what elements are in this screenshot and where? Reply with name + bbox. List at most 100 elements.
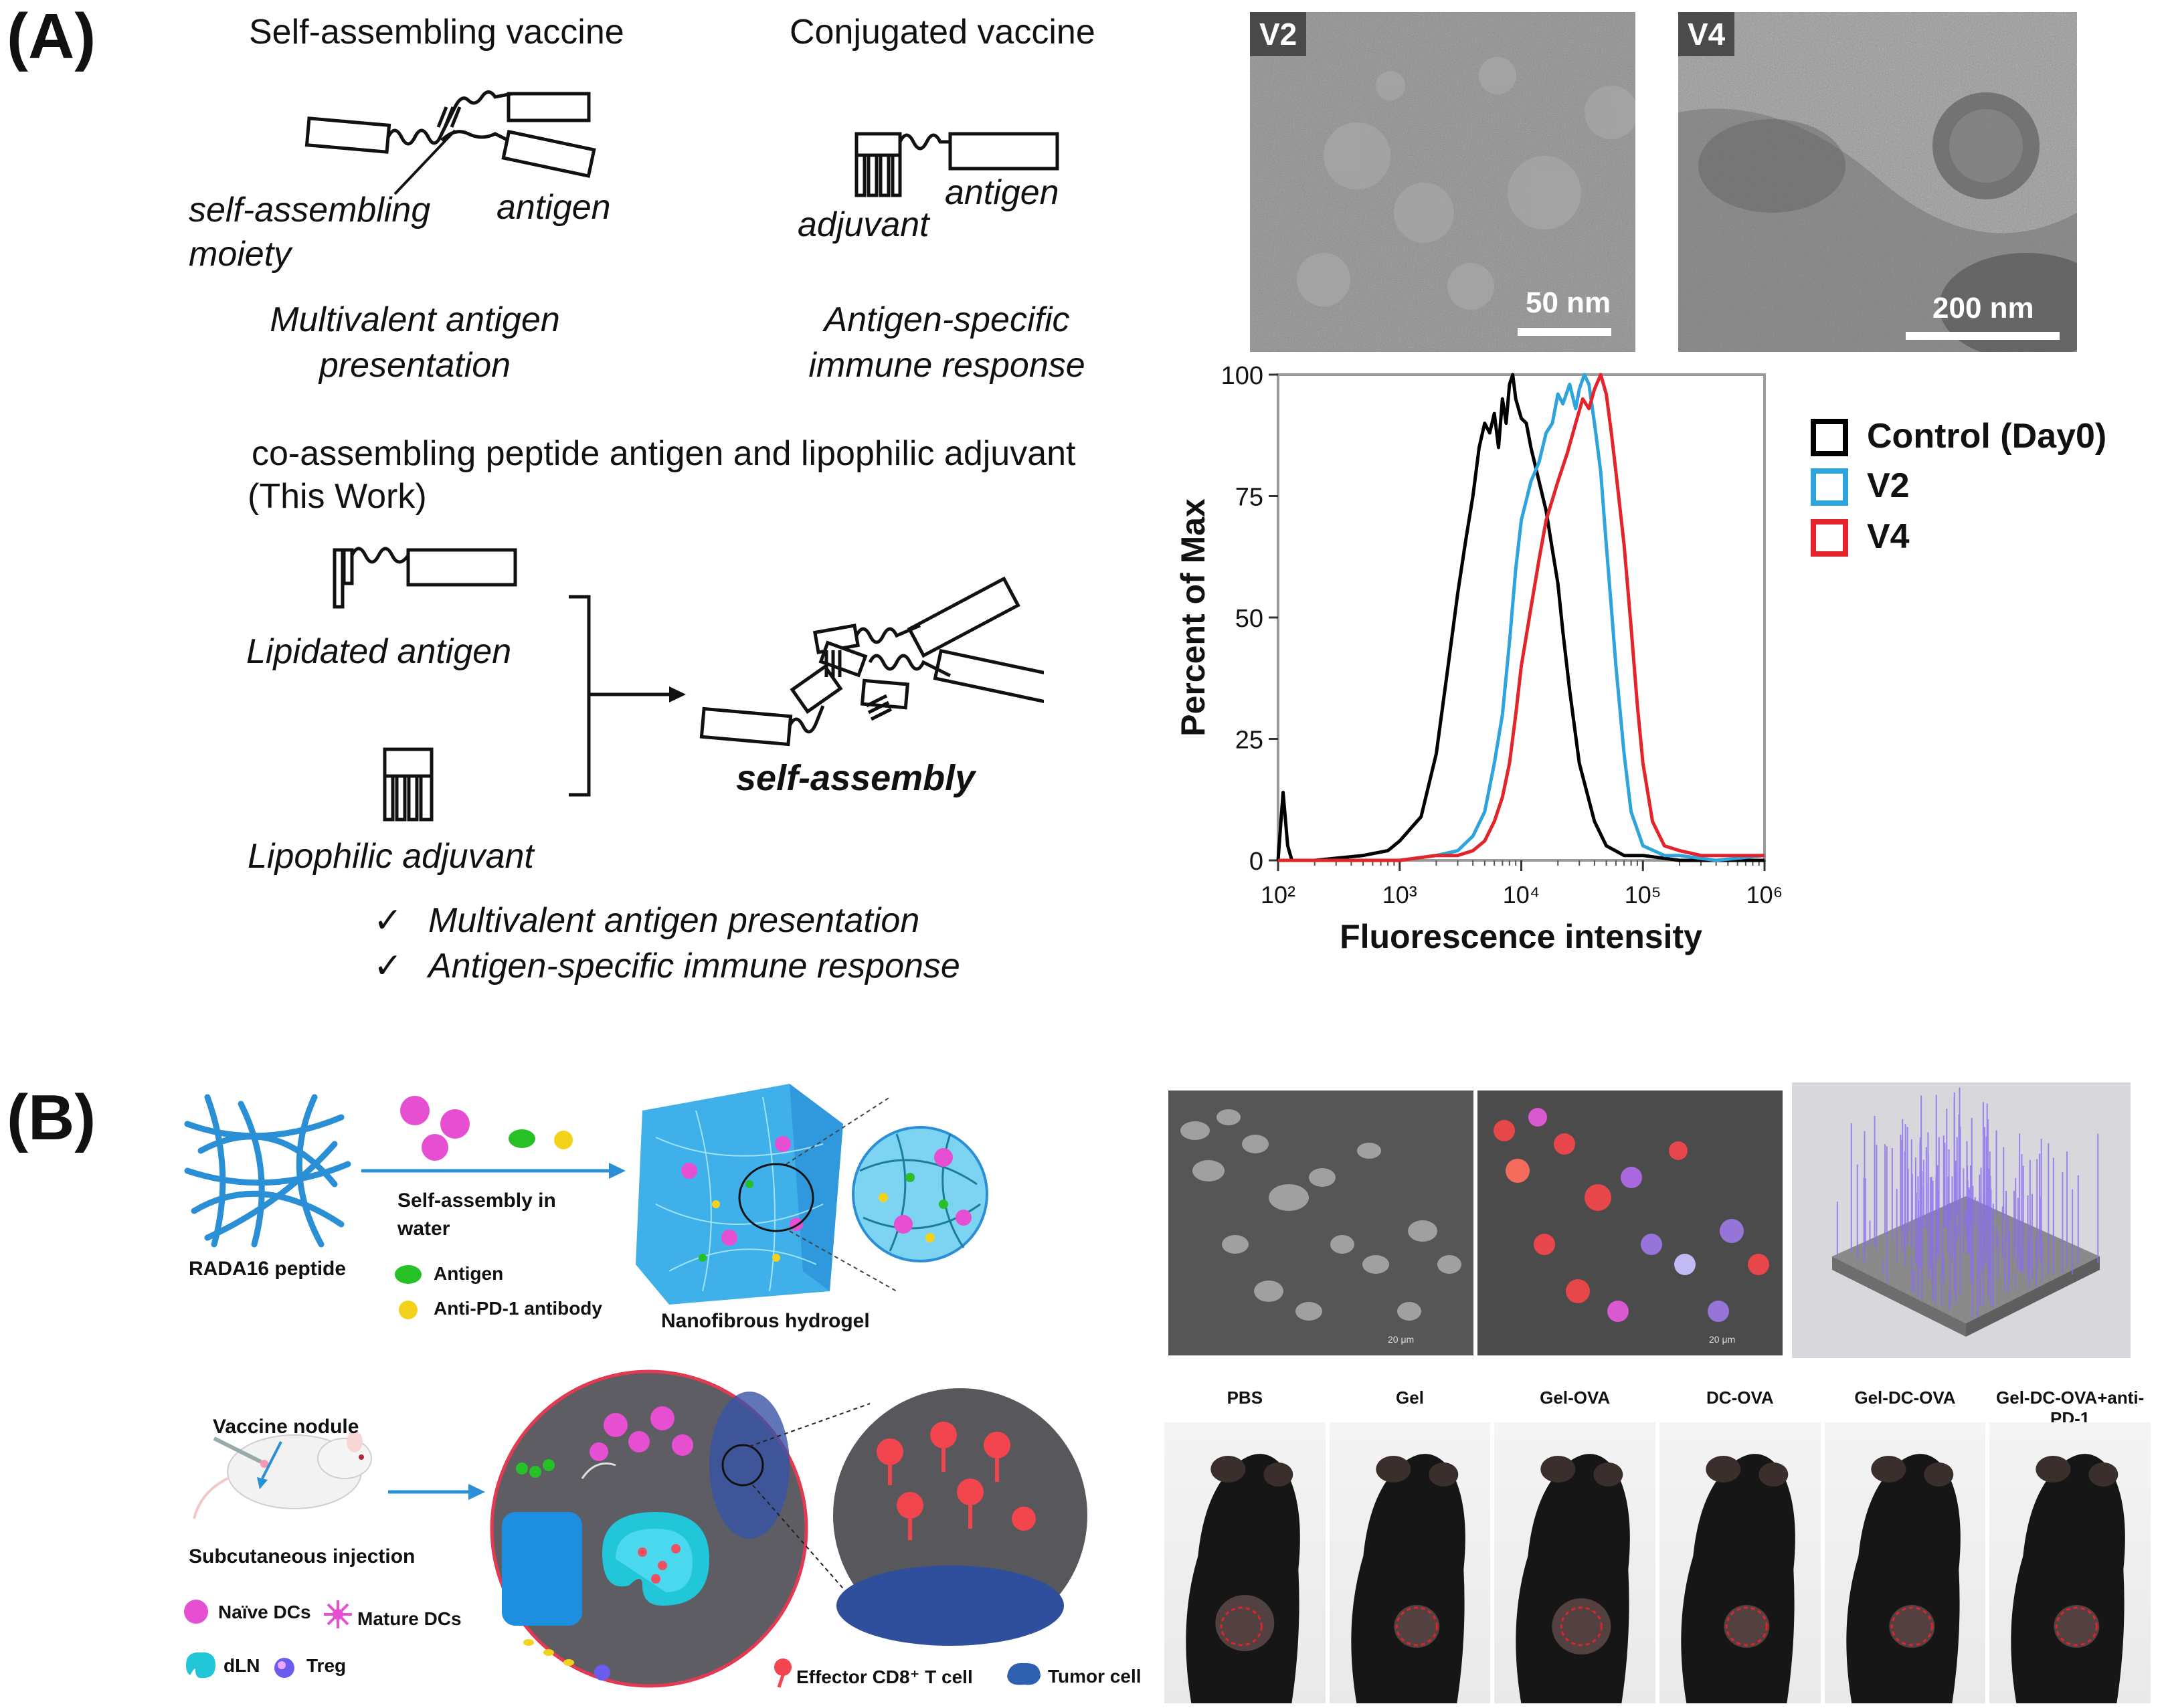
scale-bar-200nm	[1906, 332, 2060, 340]
mouse-photo	[1329, 1422, 1491, 1703]
antibody-dot-legend	[399, 1301, 418, 1319]
naive-dc-icon	[184, 1600, 208, 1624]
label-adjuvant: adjuvant	[798, 205, 929, 244]
legend-swatch-v4	[1811, 519, 1848, 557]
check-icon-1: ✓	[373, 901, 403, 940]
tumor-circle	[1220, 1606, 1263, 1646]
plot-frame	[1277, 373, 1766, 862]
tumor-circle	[1395, 1606, 1438, 1646]
legend-label-v2: V2	[1867, 466, 1910, 505]
scale-label-20um-fluor: 20 μm	[1709, 1334, 1736, 1345]
mouse-group-label: DC-OVA	[1706, 1388, 1774, 1408]
tumor-circle	[1725, 1606, 1768, 1646]
label-lipophilic-adjuvant: Lipophilic adjuvant	[248, 837, 534, 876]
this-work-line-1: co-assembling peptide antigen and lipoph…	[252, 434, 1076, 473]
mouse-panel: Gel-OVA	[1494, 1378, 1655, 1703]
series-line-v4	[1278, 373, 1765, 862]
mouse-photo	[1659, 1422, 1821, 1703]
check-text-2: Antigen-specific immune response	[428, 947, 960, 985]
mouse-group-label: Gel-DC-OVA	[1854, 1388, 1956, 1408]
scale-bar-50nm	[1518, 328, 1611, 336]
y-axis-title: Percent of Max	[1174, 498, 1212, 737]
tem-micrograph-v4: V4 200 nm	[1678, 12, 2077, 352]
label-subcutaneous-injection: Subcutaneous injection	[189, 1545, 416, 1568]
label-moiety: moiety	[189, 235, 292, 274]
mouse-panel: Gel-DC-OVA	[1824, 1378, 1986, 1703]
mouse-panel: Gel	[1329, 1378, 1491, 1703]
treg-icon	[274, 1658, 294, 1678]
label-rada16-peptide: RADA16 peptide	[189, 1258, 347, 1280]
legend-swatch-control	[1811, 419, 1848, 456]
right-caption-line-2: immune response	[808, 346, 1085, 385]
x-tick-label: 10⁵	[1625, 881, 1661, 909]
tumor-circle	[1890, 1606, 1933, 1646]
dln-icon	[186, 1652, 215, 1679]
label-anti-pd1: Anti-PD-1 antibody	[434, 1298, 602, 1319]
label-nanofibrous-hydrogel: Nanofibrous hydrogel	[661, 1310, 870, 1332]
series-line-control	[1276, 373, 1765, 862]
panel-a-label: (A)	[7, 1, 96, 72]
antigen-dot-legend	[395, 1265, 422, 1284]
label-vaccine-nodule: Vaccine nodule	[213, 1416, 359, 1438]
label-effector-cd8: Effector CD8⁺ T cell	[796, 1667, 973, 1687]
label-dln: dLN	[223, 1655, 260, 1676]
legend-label-control: Control (Day0)	[1867, 417, 2107, 456]
micrograph-tag-v4: V4	[1678, 12, 1735, 56]
mouse-group-label: Gel-DC-OVA+anti-PD-1	[1996, 1388, 2145, 1428]
scale-label-20um-dic: 20 μm	[1388, 1334, 1415, 1345]
label-lipidated-antigen: Lipidated antigen	[246, 632, 512, 671]
mouse-photo-grid: PBS Gel Gel-OVA DC-OVA Gel-DC-OVA Gel-DC-OVA+…	[1164, 1378, 2155, 1703]
mature-dc-icon	[324, 1600, 352, 1628]
series-line-v2	[1278, 373, 1765, 862]
mouse-photo	[1164, 1422, 1326, 1703]
left-caption-line-1: Multivalent antigen	[270, 300, 560, 339]
micrograph-tag-v2: V2	[1250, 12, 1307, 56]
label-self-assembly-in: Self-assembly in	[397, 1190, 556, 1212]
tumor-circle	[2056, 1606, 2098, 1646]
effector-cd8-icon	[774, 1658, 792, 1688]
mouse-panel: DC-OVA	[1659, 1378, 1821, 1703]
y-tick-label: 75	[1235, 484, 1263, 512]
mouse-injection-illustration	[193, 1431, 372, 1519]
schematic-lipidated-antigen	[333, 547, 517, 609]
label-self-assembly: self-assembly	[736, 758, 976, 798]
mouse-panel: Gel-DC-OVA+anti-PD-1	[1989, 1378, 2151, 1703]
label-antigen-right: antigen	[945, 173, 1059, 212]
x-axis-title: Fluorescence intensity	[1340, 918, 1702, 955]
rada16-fibers	[184, 1094, 351, 1248]
right-caption-line-1: Antigen-specific	[824, 300, 1070, 339]
mouse-photo	[1989, 1422, 2151, 1703]
y-tick-label: 100	[1221, 362, 1263, 390]
mouse-panel: PBS	[1164, 1378, 1326, 1703]
label-mature-dcs: Mature DCs	[357, 1608, 462, 1629]
label-water: water	[397, 1218, 450, 1240]
schematic-conjugated	[854, 132, 1059, 197]
nanofibrous-hydrogel-illustration	[636, 1084, 988, 1305]
tumor-cell-icon	[1007, 1663, 1041, 1685]
dic-micrograph: 20 μm	[1168, 1090, 1473, 1355]
x-tick-label: 10²	[1261, 881, 1295, 909]
label-naive-dcs: Naïve DCs	[218, 1602, 311, 1622]
scale-label-50nm: 50 nm	[1526, 286, 1611, 319]
bracket-arrow	[569, 595, 686, 797]
label-antigen-left: antigen	[497, 188, 611, 227]
immune-response-illustration	[490, 1369, 1087, 1688]
y-tick-label: 25	[1235, 727, 1263, 755]
mouse-photo	[1824, 1422, 1986, 1703]
arrow-self-assembly	[361, 1163, 626, 1179]
mouse-photo	[1494, 1422, 1655, 1703]
label-treg: Treg	[306, 1655, 347, 1676]
mouse-group-label: PBS	[1227, 1388, 1263, 1408]
legend-swatch-v2	[1811, 468, 1848, 506]
legend-label-v4: V4	[1867, 517, 1910, 556]
schematic-self-assembling	[304, 90, 596, 179]
this-work-line-2: (This Work)	[248, 477, 427, 516]
3d-surface-plot-image	[1792, 1082, 2131, 1358]
check-text-1: Multivalent antigen presentation	[428, 901, 920, 940]
x-tick-label: 10⁶	[1746, 881, 1783, 909]
mouse-group-label: Gel-OVA	[1540, 1388, 1611, 1408]
label-tumor-cell: Tumor cell	[1048, 1666, 1142, 1687]
conjugated-vaccine-title: Conjugated vaccine	[790, 13, 1095, 52]
mouse-group-label: Gel	[1396, 1388, 1424, 1408]
